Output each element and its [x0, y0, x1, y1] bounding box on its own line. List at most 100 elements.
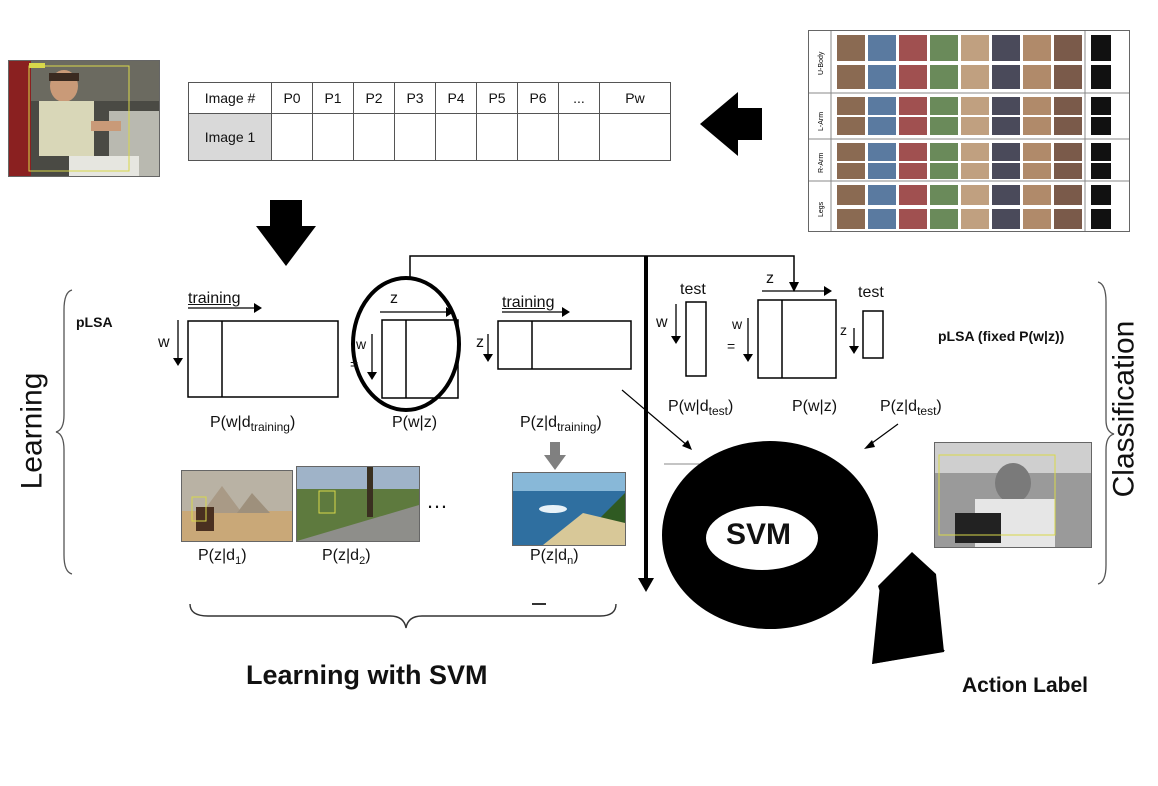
grid-thumbnail [837, 117, 865, 135]
test-label: test [680, 281, 706, 298]
learning-with-svm-title: Learning with SVM [246, 660, 488, 690]
table-header-cell: P6 [517, 82, 559, 114]
grid-thumbnail [837, 97, 865, 115]
grid-thumbnail [899, 35, 927, 61]
grid-thumbnail [992, 143, 1020, 161]
table-row-label: Image 1 [188, 113, 272, 161]
grid-thumbnail [1054, 209, 1082, 229]
formula-p-z-d-test: P(z|dtest) [880, 398, 942, 419]
w-label: w [356, 336, 367, 352]
z-label: z [840, 322, 847, 338]
table-cell [476, 113, 518, 161]
grid-thumbnail [961, 65, 989, 89]
grid-thumbnail [1023, 185, 1051, 205]
grid-thumbnail [1023, 163, 1051, 179]
formula-p-w-z: P(w|z) [392, 414, 438, 431]
table-cell [599, 113, 671, 161]
grid-thumbnail [899, 185, 927, 205]
grid-thumbnail [930, 143, 958, 161]
grid-thumbnail [899, 163, 927, 179]
grid-thumbnail [837, 143, 865, 161]
grid-row-label: L-Arm [818, 112, 825, 131]
test-label: test [858, 284, 884, 301]
learning-brace [55, 289, 73, 575]
grid-thumbnail [961, 185, 989, 205]
z-label: z [476, 334, 484, 351]
grid-feature-thumbnail [1091, 65, 1111, 89]
matrix-p-z-d-test [862, 310, 884, 359]
grid-feature-thumbnail [1091, 143, 1111, 161]
highlight-circle [351, 276, 461, 412]
grid-thumbnail [992, 97, 1020, 115]
training-label: training [188, 290, 241, 307]
grid-thumbnail [930, 97, 958, 115]
grid-thumbnail [868, 117, 896, 135]
grid-thumbnail [1023, 35, 1051, 61]
table-cell [517, 113, 559, 161]
grid-thumbnail [961, 209, 989, 229]
grid-thumbnail [837, 65, 865, 89]
grid-thumbnail [930, 65, 958, 89]
equals-label: = [350, 356, 359, 372]
grid-thumbnail [961, 117, 989, 135]
plsa-label: pLSA [76, 314, 113, 330]
training-image-n [512, 472, 626, 546]
grid-row-label: Legs [818, 201, 825, 217]
grid-thumbnail [868, 185, 896, 205]
z-label: z [766, 270, 774, 287]
codeword-histogram-table: Image # P0 P1 P2 P3 P4 P5 P6 ... Pw Imag… [188, 82, 671, 161]
grid-thumbnail [1023, 143, 1051, 161]
grid-thumbnail [930, 163, 958, 179]
svm-learning-brace [189, 603, 617, 629]
grid-thumbnail [930, 35, 958, 61]
formula-p-w-z-test: P(w|z) [792, 398, 838, 415]
grid-thumbnail [1023, 65, 1051, 89]
equals-label: = [727, 338, 736, 354]
grid-thumbnail [1054, 117, 1082, 135]
table-header-cell: P5 [476, 82, 518, 114]
z-label: z [390, 290, 398, 307]
training-image-2 [296, 466, 420, 542]
grid-thumbnail [961, 143, 989, 161]
grid-thumbnail [1054, 97, 1082, 115]
w-label: w [732, 316, 743, 332]
table-header-cell: P3 [394, 82, 436, 114]
table-cell [312, 113, 354, 161]
classification-side-label: Classification [1107, 320, 1141, 498]
grid-thumbnail [961, 35, 989, 61]
formula-p-z-d1: P(z|d1) [198, 547, 247, 568]
formula-p-w-d-training: P(w|dtraining) [210, 414, 296, 435]
body-part-codebook-grid: U-Body L-Arm R-Arm Legs [808, 30, 1130, 232]
grid-thumbnail [868, 163, 896, 179]
grid-thumbnail [1023, 117, 1051, 135]
grid-thumbnail [1054, 163, 1082, 179]
plsa-fixed-label: pLSA (fixed P(w|z)) [938, 328, 1065, 344]
grid-thumbnail [899, 117, 927, 135]
grid-thumbnail [899, 209, 927, 229]
w-label: w [656, 314, 668, 331]
training-label: training [502, 294, 555, 311]
matrix-p-w-d-test [685, 301, 707, 377]
matrix-p-w-z-training [381, 319, 459, 399]
grid-thumbnail [1023, 97, 1051, 115]
grid-thumbnail [868, 143, 896, 161]
grid-thumbnail [868, 65, 896, 89]
grid-feature-thumbnail [1091, 185, 1111, 205]
grid-thumbnail [992, 163, 1020, 179]
action-label: Action Label [962, 674, 1089, 697]
grid-thumbnail [899, 143, 927, 161]
grid-feature-thumbnail [1091, 209, 1111, 229]
grid-thumbnail [992, 35, 1020, 61]
grid-thumbnail [868, 35, 896, 61]
grid-thumbnail [899, 97, 927, 115]
down-arrow-icon [256, 200, 316, 266]
matrix-p-z-d-training [497, 320, 632, 370]
grid-thumbnail [837, 185, 865, 205]
grid-thumbnail [1054, 35, 1082, 61]
test-image [934, 442, 1092, 548]
grid-thumbnail [992, 65, 1020, 89]
table-header-cell: P4 [435, 82, 477, 114]
grid-row-label: R-Arm [818, 153, 825, 173]
grid-thumbnail [1054, 185, 1082, 205]
